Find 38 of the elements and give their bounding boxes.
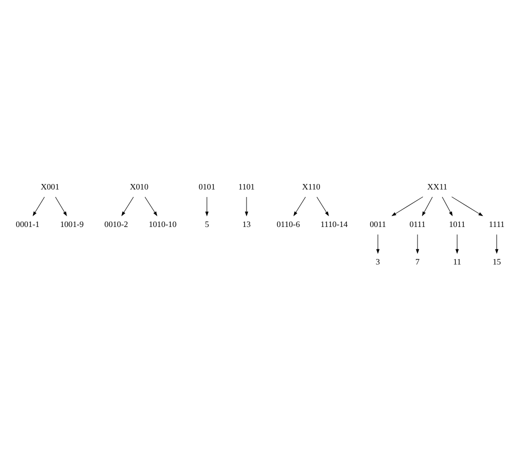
arrow (121, 196, 134, 216)
node-text: X010 (130, 182, 148, 191)
node-text: 3 (376, 257, 380, 266)
node-text: 7 (415, 257, 420, 266)
node-text: 1110-14 (320, 219, 348, 228)
node-text: XX11 (427, 182, 448, 191)
node-text: 13 (242, 219, 251, 228)
node-text: 15 (492, 257, 501, 266)
node-text: 0101 (198, 182, 216, 191)
arrow (451, 196, 484, 216)
arrow (416, 234, 420, 254)
arrow (205, 196, 209, 216)
node-text: 1011 (448, 219, 466, 228)
node-text: 1001-9 (60, 219, 84, 228)
node-text: 0110-6 (276, 219, 300, 228)
arrow (376, 234, 380, 254)
node-text: 11 (453, 257, 462, 266)
arrow (55, 196, 67, 216)
node-text: 1111 (488, 219, 505, 228)
arrow (316, 196, 329, 216)
node-text: 0001-1 (16, 219, 40, 228)
arrow (391, 196, 424, 216)
arrow (144, 196, 158, 216)
arrow (455, 234, 459, 254)
node-text: X110 (302, 182, 320, 191)
node-text: 5 (204, 219, 210, 228)
node-text: X001 (40, 182, 60, 191)
arrow (495, 234, 498, 254)
arrow (244, 196, 248, 216)
node-text: 0111 (409, 219, 426, 228)
node-text: 0011 (370, 219, 386, 228)
arrow (293, 196, 306, 216)
node-text: 0010-2 (104, 219, 128, 228)
arrow (32, 196, 45, 216)
node-text: 1010-10 (148, 219, 176, 228)
node-text: 1101 (238, 182, 255, 191)
arrow (442, 196, 453, 216)
arrow (422, 196, 433, 216)
